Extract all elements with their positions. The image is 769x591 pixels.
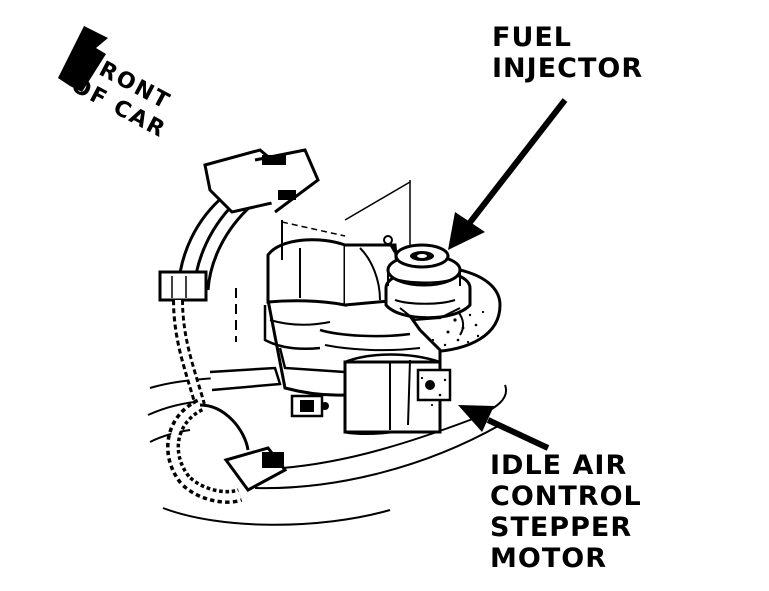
- wiring-harness: [158, 148, 329, 504]
- iac-motor-label: IDLE AIR CONTROL STEPPER MOTOR: [490, 450, 642, 574]
- iac-label-line3: STEPPER: [490, 512, 633, 543]
- fuel-label-line2: INJECTOR: [492, 53, 644, 84]
- fuel-injector-label: FUEL INJECTOR: [492, 22, 643, 84]
- iac-label-line2: CONTROL: [490, 481, 642, 512]
- iac-motor-arrow-icon: [458, 405, 550, 451]
- fuel-injector: [383, 235, 472, 322]
- iac-motor: [416, 368, 452, 407]
- iac-label-line1: IDLE AIR: [490, 450, 628, 481]
- fuel-label-line1: FUEL: [492, 22, 573, 53]
- front-of-car-arrow-icon: [58, 26, 108, 92]
- throttle-housing: [263, 293, 442, 435]
- fuel-injector-arrow-icon: [448, 98, 568, 250]
- intake-outline: [147, 377, 508, 526]
- iac-label-line4: MOTOR: [490, 543, 607, 574]
